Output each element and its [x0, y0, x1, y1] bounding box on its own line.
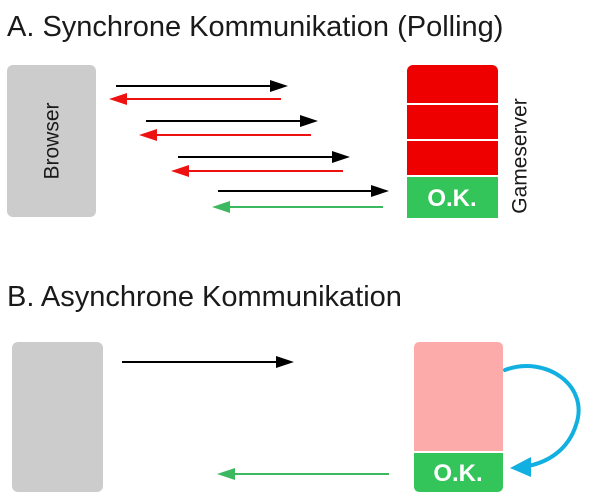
request-arrow-3-head — [332, 151, 350, 163]
browser-box — [7, 65, 96, 217]
client-box-b — [12, 342, 103, 492]
callback-arrow-head — [510, 457, 531, 477]
ok-reply-arrow — [212, 201, 383, 213]
ok-label-b: O.K. — [433, 460, 482, 487]
polling-arrows — [109, 80, 389, 213]
request-arrow-1 — [116, 80, 288, 92]
request-arrow-1-head — [270, 80, 288, 92]
ok-block-rounded — [407, 176, 498, 218]
request-arrow-3 — [178, 151, 350, 163]
async-ok-reply-arrow — [217, 468, 389, 480]
ok-label-a: O.K. — [427, 185, 476, 212]
poll-reply-arrow-1-head — [109, 93, 127, 105]
poll-reply-arrow-2 — [139, 129, 311, 141]
server-waiting-block — [414, 342, 503, 452]
gameserver-label: Gameserver — [509, 98, 532, 214]
section-a-title: A. Synchrone Kommunikation (Polling) — [7, 11, 503, 43]
gameserver-stack — [407, 65, 498, 218]
async-request-arrow-head — [276, 356, 294, 368]
request-arrow-2-head — [300, 115, 318, 127]
poll-reply-arrow-1 — [109, 93, 281, 105]
ok-block-b — [414, 452, 503, 492]
server-stack-b — [414, 342, 503, 492]
async-ok-reply-arrow-head — [217, 468, 235, 480]
poll-reply-arrow-2-head — [139, 129, 157, 141]
poll-reply-arrow-3 — [171, 165, 343, 177]
async-arrows — [122, 356, 581, 480]
callback-arrow-curve — [503, 364, 581, 468]
ok-reply-arrow-head — [212, 201, 230, 213]
section-b-title: B. Asynchrone Kommunikation — [7, 281, 402, 313]
request-arrow-2 — [146, 115, 318, 127]
async-request-arrow — [122, 356, 294, 368]
request-arrow-4-head — [371, 185, 389, 197]
callback-arrow — [503, 364, 581, 477]
poll-reply-arrow-3-head — [171, 165, 189, 177]
request-arrow-4 — [218, 185, 389, 197]
browser-label: Browser — [41, 102, 64, 179]
